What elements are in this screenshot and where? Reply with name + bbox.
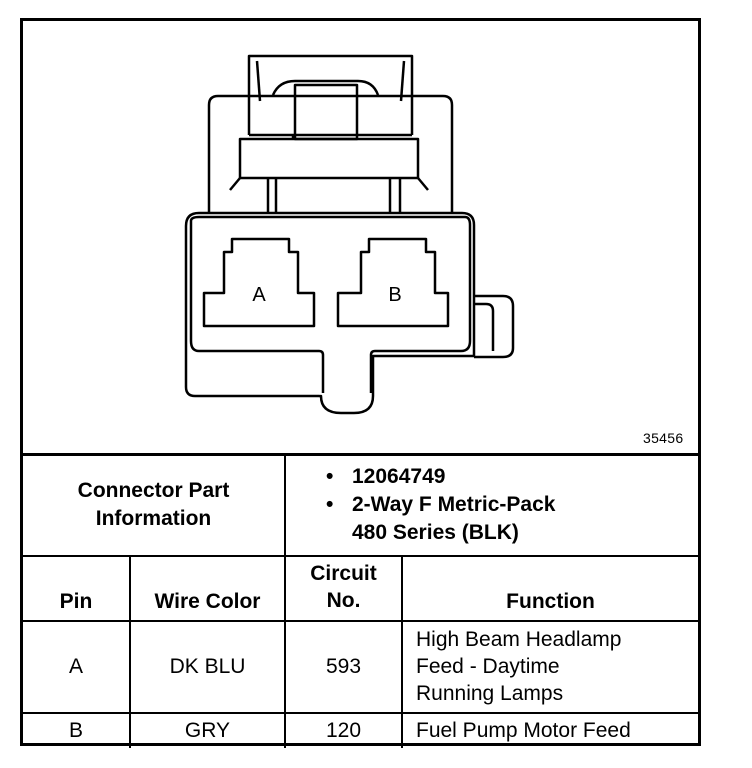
part-number: 12064749 xyxy=(352,465,446,489)
connector-description-line2: 480 Series (BLK) xyxy=(352,521,519,545)
function-cell: Fuel Pump Motor Feed xyxy=(401,711,698,748)
connector-info-details: • 12064749 • 2-Way F Metric-Pack 480 Ser… xyxy=(284,453,698,557)
header-wire-color: Wire Color xyxy=(129,554,286,622)
connector-side-latch xyxy=(474,294,515,359)
circuit-cell: 593 xyxy=(284,619,403,714)
function-line: Fuel Pump Motor Feed xyxy=(416,719,631,742)
connector-drawing: A B xyxy=(184,54,515,415)
figure-number: 35456 xyxy=(643,430,684,446)
table-row: B GRY 120 Fuel Pump Motor Feed xyxy=(23,711,698,748)
connector-lock-button xyxy=(293,83,359,141)
header-circuit-line2: No. xyxy=(326,588,361,612)
connector-face xyxy=(184,211,476,415)
connector-diagram-frame: A B 35456 Connector Part Information • 1… xyxy=(20,18,701,748)
connector-pinout-table: Connector Part Information • 12064749 • … xyxy=(23,453,698,748)
bullet-dot: • xyxy=(326,465,334,489)
pin-cell: A xyxy=(23,619,131,714)
function-line: Feed - Daytime xyxy=(416,655,560,678)
header-circuit-line1: Circuit xyxy=(310,561,377,585)
table-row: A DK BLU 593 High Beam Headlamp Feed - D… xyxy=(23,619,698,714)
function-cell: High Beam Headlamp Feed - Daytime Runnin… xyxy=(401,619,698,714)
connector-description-line1: 2-Way F Metric-Pack xyxy=(352,493,556,517)
function-line: Running Lamps xyxy=(416,682,564,705)
circuit-cell: 120 xyxy=(284,711,403,748)
connector-info-label-line1: Connector Part xyxy=(77,479,230,503)
connector-info-label: Connector Part Information xyxy=(23,453,286,557)
cavity-a-label: A xyxy=(252,284,266,306)
connector-upper-housing xyxy=(207,94,454,213)
header-circuit: Circuit No. xyxy=(284,554,403,622)
bullet-dot: • xyxy=(326,493,334,517)
wire-color-cell: DK BLU xyxy=(129,619,286,714)
connector-lock-tab xyxy=(247,54,414,135)
cavity-b-outline xyxy=(336,237,450,328)
cavity-b-label: B xyxy=(388,284,401,306)
connector-info-label-line2: Information xyxy=(95,507,212,531)
header-row: Pin Wire Color Circuit No. Function xyxy=(23,554,698,622)
description-bullet: • 2-Way F Metric-Pack xyxy=(326,491,698,519)
header-function: Function xyxy=(401,554,698,622)
part-number-bullet: • 12064749 xyxy=(326,463,698,491)
cavity-a-outline xyxy=(202,237,316,328)
connector-info-row: Connector Part Information • 12064749 • … xyxy=(23,453,698,557)
wire-color-cell: GRY xyxy=(129,711,286,748)
connector-collar xyxy=(238,137,420,180)
header-pin: Pin xyxy=(23,554,131,622)
pin-cell: B xyxy=(23,711,131,748)
function-line: High Beam Headlamp xyxy=(416,628,622,651)
